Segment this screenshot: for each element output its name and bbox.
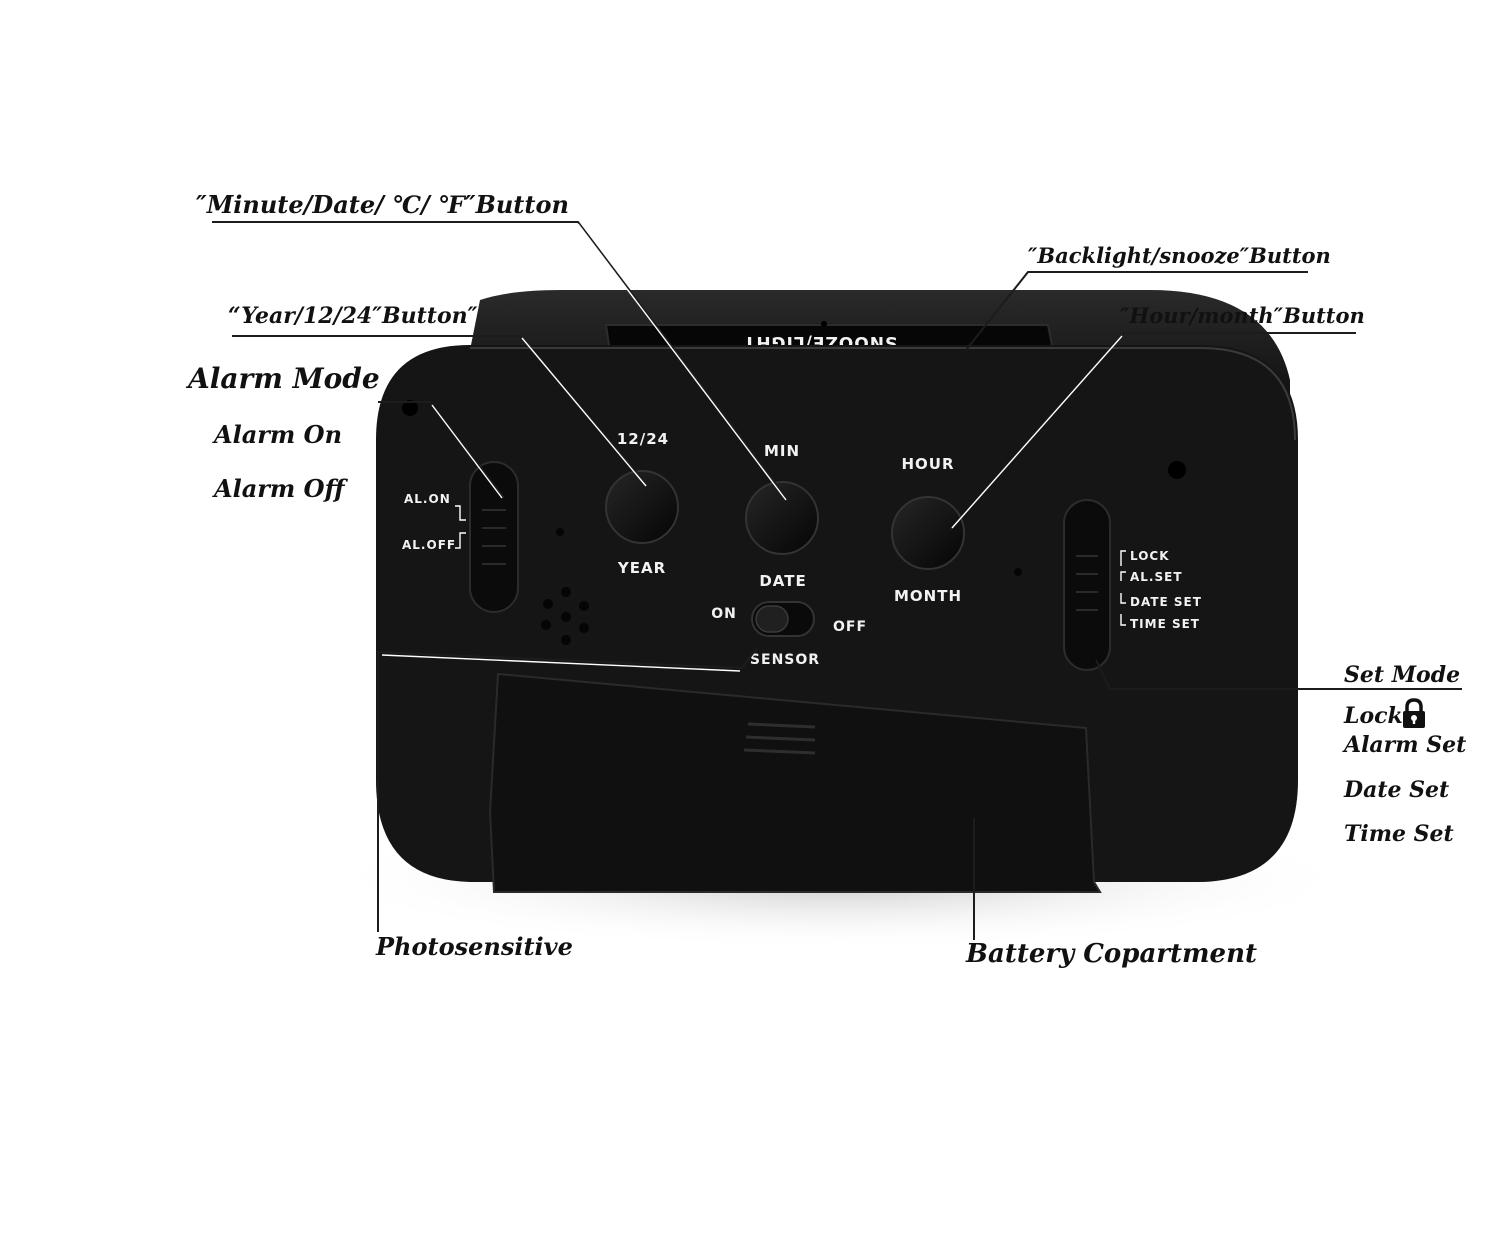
hour-month-button[interactable] [891, 496, 965, 570]
callout-date-set: Date Set [1343, 777, 1449, 803]
leader-alarm-mode [378, 401, 505, 499]
callout-year-12-24-button: “Year/12/24″Button″ [228, 303, 478, 329]
leader-alarm-mode-inner [431, 404, 503, 499]
minute-date-button[interactable] [745, 481, 819, 555]
sensor-switch-knob[interactable] [755, 605, 789, 633]
year-12-24-button[interactable] [605, 470, 679, 544]
sensor-label: SENSOR [750, 652, 820, 668]
set-mode-bracket [1120, 614, 1126, 626]
al-on-bracket [455, 505, 466, 521]
padlock-icon [1403, 698, 1425, 728]
sensor-on-label: ON [711, 606, 737, 622]
al-off-label: AL.OFF [402, 538, 456, 552]
screw-hole-left [402, 400, 418, 416]
callout-lock: Lock [1343, 703, 1403, 729]
btn-12-24-label: 12/24 [617, 430, 669, 448]
leader-backlight-button [965, 271, 1308, 351]
leader-photosensitive [377, 647, 758, 932]
callout-minute-date-button: ″Minute/Date/ ℃/ ℉″Button [196, 190, 569, 219]
leader-year-button-inner [521, 337, 647, 487]
al-off-bracket [455, 532, 466, 549]
battery-grip-line [743, 748, 816, 755]
year-label: YEAR [617, 559, 666, 577]
callout-set-mode: Set Mode [1344, 662, 1460, 688]
leader-hour-button-inner [951, 335, 1123, 529]
callout-hour-month-button: ″Hour/month″Button [1120, 303, 1365, 328]
date-set-label: DATE SET [1130, 595, 1202, 609]
leader-set-mode [1095, 659, 1462, 690]
front-face-highlight [470, 347, 1296, 441]
callout-alarm-set: Alarm Set [1342, 732, 1466, 758]
min-label: MIN [764, 442, 800, 460]
callout-alarm-off: Alarm Off [212, 474, 349, 503]
callout-alarm-mode: Alarm Mode [185, 362, 380, 395]
screw-hole-right [1168, 461, 1186, 479]
callout-photosensitive: Photosensitive [375, 932, 573, 961]
leader-minute-button [212, 221, 789, 501]
battery-grip-line [747, 722, 816, 729]
callout-backlight-snooze-button: ″Backlight/snooze″Button [1028, 243, 1331, 268]
set-mode-bracket [1120, 550, 1126, 566]
al-set-label: AL.SET [1130, 570, 1183, 584]
alarm-mode-slider-track[interactable] [469, 461, 519, 613]
speaker-grille [541, 587, 589, 645]
mic-hole [556, 528, 564, 536]
time-set-label: TIME SET [1130, 617, 1200, 631]
leader-year-button [232, 335, 649, 487]
date-label: DATE [759, 572, 806, 590]
sensor-off-label: OFF [833, 619, 867, 635]
set-mode-bracket [1120, 593, 1126, 604]
callout-alarm-on: Alarm On [212, 420, 342, 449]
top-pinhole [821, 321, 827, 327]
battery-grip-line [745, 735, 816, 742]
al-on-label: AL.ON [404, 492, 451, 506]
callout-battery-compartment: Battery Copartment [965, 939, 1257, 969]
battery-compartment-cover[interactable] [488, 672, 1102, 893]
callout-time-set: Time Set [1344, 821, 1454, 847]
hour-label: HOUR [901, 455, 954, 473]
set-mode-bracket [1120, 571, 1126, 581]
leader-minute-button-inner [577, 223, 787, 501]
month-label: MONTH [894, 587, 962, 605]
sensor-hole [1014, 568, 1022, 576]
leader-photosensitive-inner [381, 654, 741, 672]
set-mode-slider-track[interactable] [1063, 499, 1111, 671]
lock-label: LOCK [1130, 549, 1170, 563]
